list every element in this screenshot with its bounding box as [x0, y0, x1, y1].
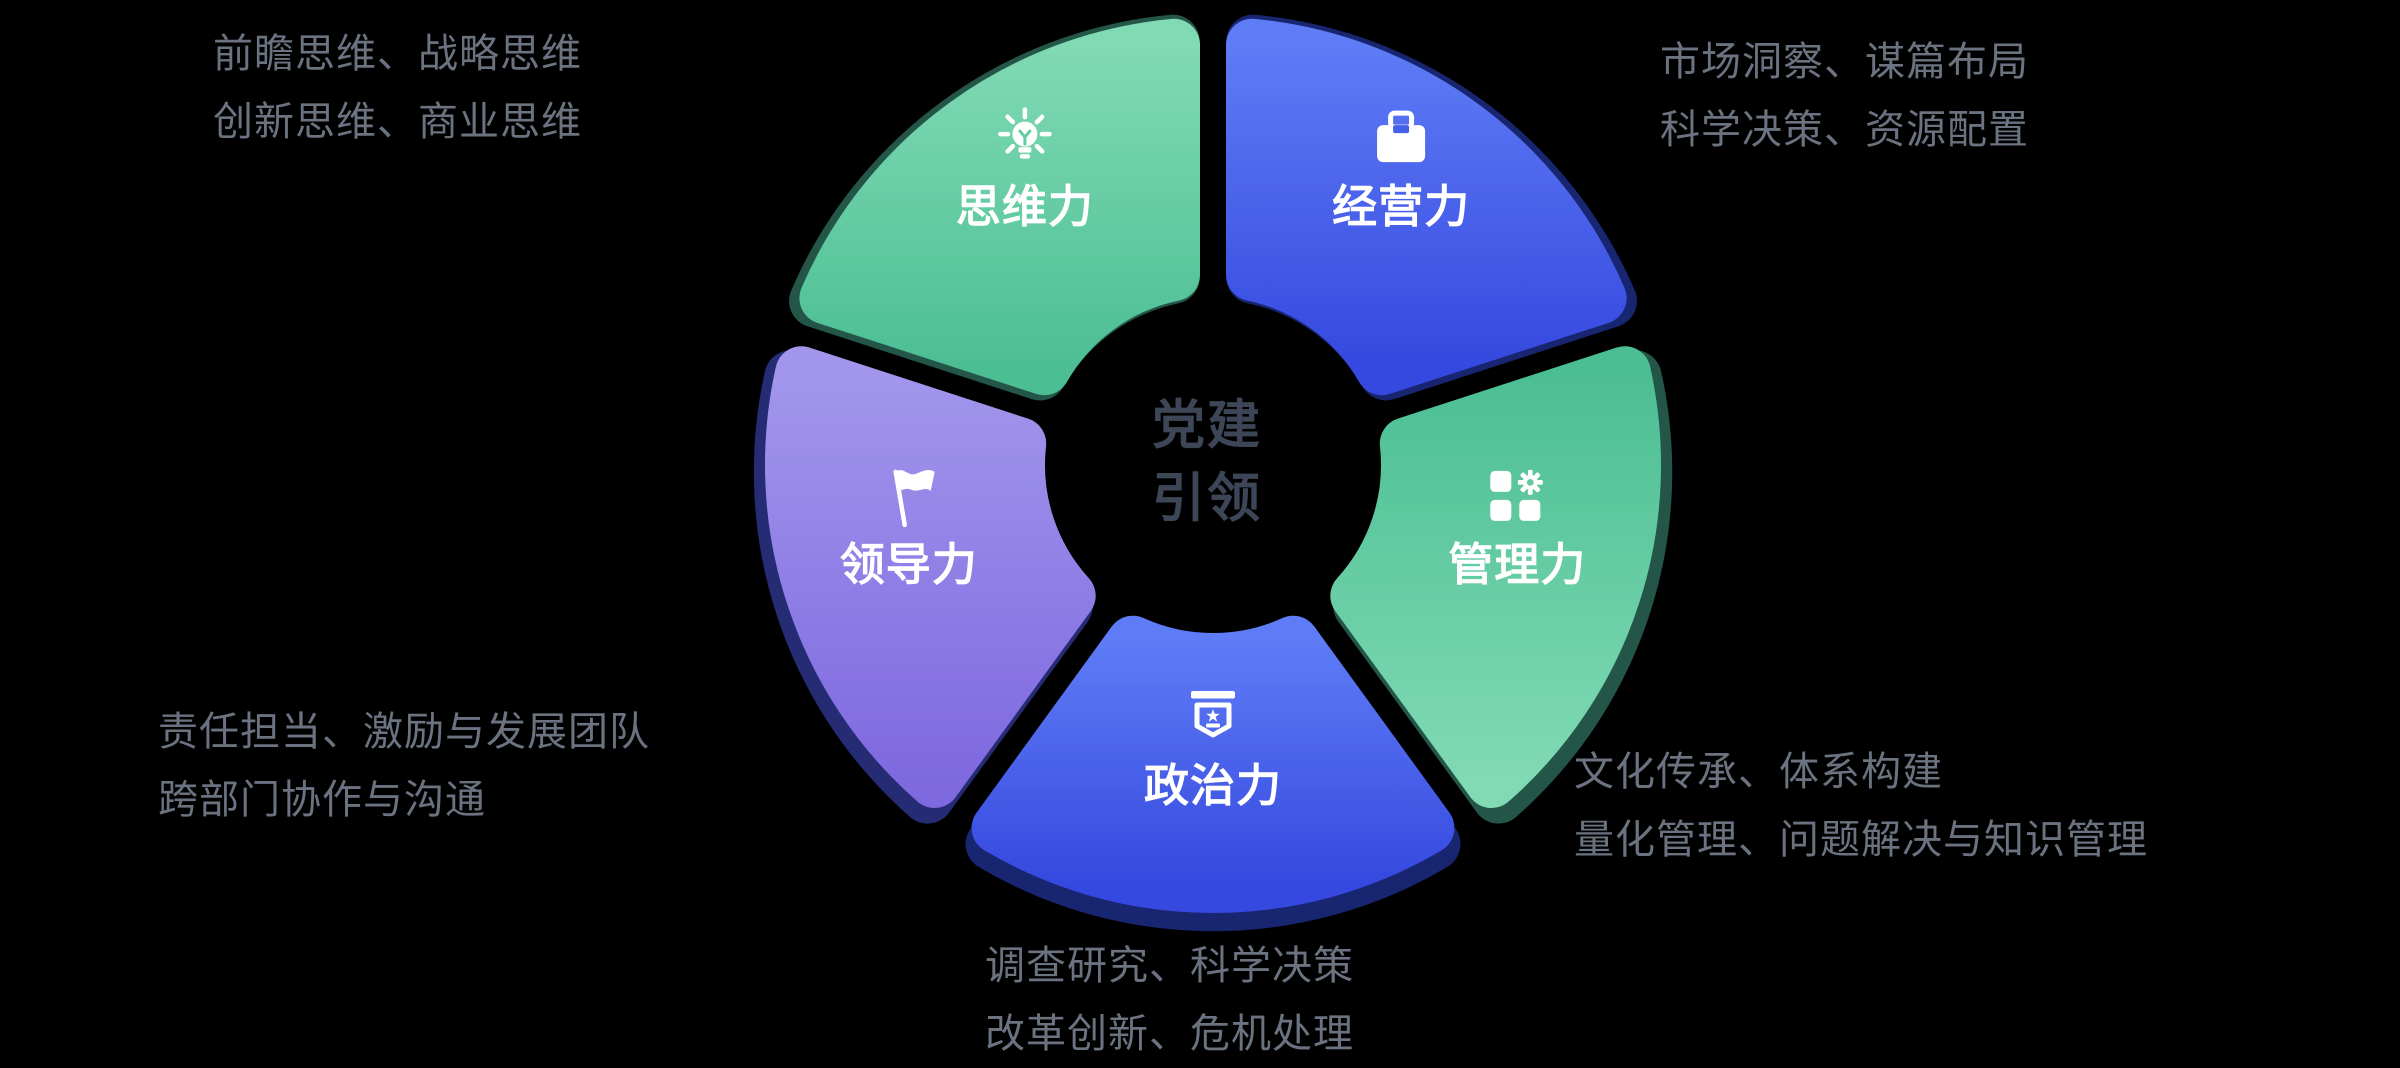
annotation-line: 责任担当、激励与发展团队 — [158, 710, 650, 754]
briefcase-icon — [1377, 110, 1426, 163]
center-title: 党建 引领 — [1152, 389, 1262, 535]
segment-management — [1330, 346, 1661, 808]
segment-thinking — [799, 18, 1200, 396]
segment-political — [971, 615, 1455, 913]
annotation-top-left: 前瞻思维、战略思维 创新思维、商业思维 — [213, 20, 582, 156]
annotation-bottom-center: 调查研究、科学决策 改革创新、危机处理 — [985, 932, 1354, 1068]
segment-leadership — [765, 346, 1096, 808]
segment-label-thinking: 思维力 — [956, 181, 1094, 232]
flag-icon — [893, 469, 935, 528]
annotation-line: 市场洞察、谋篇布局 — [1660, 40, 2029, 84]
segment-label-leadership: 领导力 — [840, 539, 978, 590]
segment-label-business: 经营力 — [1332, 181, 1470, 232]
center-title-line1: 党建 — [1152, 396, 1262, 455]
annotation-line: 跨部门协作与沟通 — [158, 778, 486, 822]
lightbulb-icon — [998, 107, 1052, 159]
annotation-line: 创新思维、商业思维 — [213, 100, 582, 144]
annotation-bottom-left: 责任担当、激励与发展团队 跨部门协作与沟通 — [158, 698, 650, 834]
segment-label-management: 管理力 — [1448, 539, 1586, 590]
segment-business — [1226, 18, 1627, 396]
annotation-line: 文化传承、体系构建 — [1574, 750, 1943, 794]
annotation-line: 调查研究、科学决策 — [985, 944, 1354, 988]
annotation-line: 前瞻思维、战略思维 — [213, 32, 582, 76]
annotation-top-right: 市场洞察、谋篇布局 科学决策、资源配置 — [1660, 28, 2029, 164]
grid-gear-icon — [1490, 469, 1543, 521]
annotation-bottom-right: 文化传承、体系构建 量化管理、问题解决与知识管理 — [1574, 738, 2148, 874]
annotation-line: 量化管理、问题解决与知识管理 — [1574, 818, 2148, 862]
segment-label-political: 政治力 — [1144, 760, 1282, 811]
center-title-line2: 引领 — [1152, 469, 1262, 528]
annotation-line: 改革创新、危机处理 — [985, 1012, 1354, 1056]
badge-star-icon — [1191, 691, 1235, 738]
annotation-line: 科学决策、资源配置 — [1660, 108, 2029, 152]
